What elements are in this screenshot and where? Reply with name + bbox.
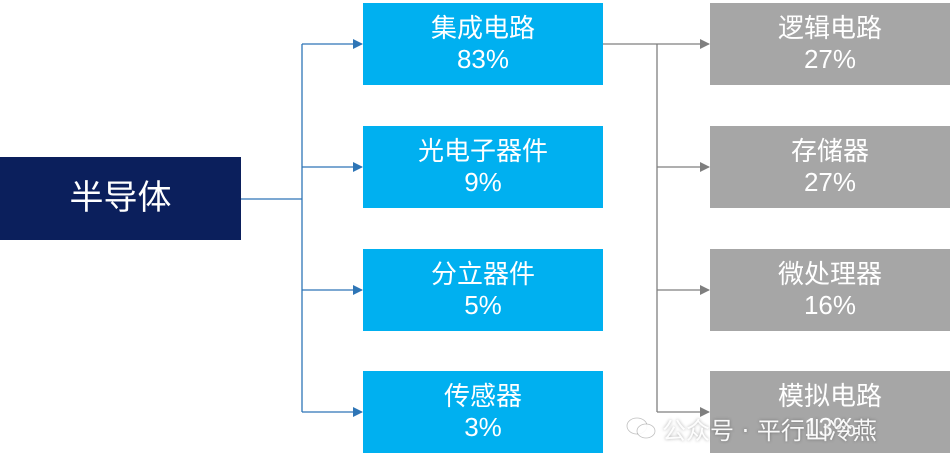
ic-item-name: 存储器 (790, 136, 869, 167)
category-node-ic: 集成电路 83% (363, 3, 603, 85)
ic-node-analog: 模拟电路 13% (710, 371, 950, 453)
category-node-sensors: 传感器 3% (363, 371, 603, 453)
watermark-text: 公众号 · 平行山冷燕 (662, 416, 877, 445)
category-share: 3% (464, 412, 502, 442)
category-name: 分立器件 (430, 259, 535, 290)
ic-item-name: 模拟电路 (777, 381, 882, 412)
ic-node-memory: 存储器 27% (710, 126, 950, 208)
ic-item-name: 逻辑电路 (777, 13, 882, 44)
ic-item-name: 微处理器 (777, 259, 882, 290)
ic-node-microprocessor: 微处理器 16% (710, 249, 950, 331)
ic-item-share: 13% (803, 412, 857, 442)
watermark: 公众号 · 平行山冷燕 (626, 410, 877, 446)
ic-item-share: 27% (803, 44, 857, 74)
category-share: 9% (464, 167, 502, 197)
category-share: 5% (464, 290, 502, 320)
category-node-discrete: 分立器件 5% (363, 249, 603, 331)
root-node-semiconductor: 半导体 (0, 157, 241, 240)
category-name: 光电子器件 (417, 136, 548, 167)
wechat-icon (626, 417, 656, 439)
category-node-optoelectronics: 光电子器件 9% (363, 126, 603, 208)
ic-item-share: 16% (803, 290, 857, 320)
ic-node-logic: 逻辑电路 27% (710, 3, 950, 85)
ic-item-share: 27% (803, 167, 857, 197)
root-label: 半导体 (69, 179, 172, 218)
category-name: 传感器 (443, 381, 522, 412)
category-share: 83% (456, 44, 510, 74)
category-name: 集成电路 (430, 13, 535, 44)
